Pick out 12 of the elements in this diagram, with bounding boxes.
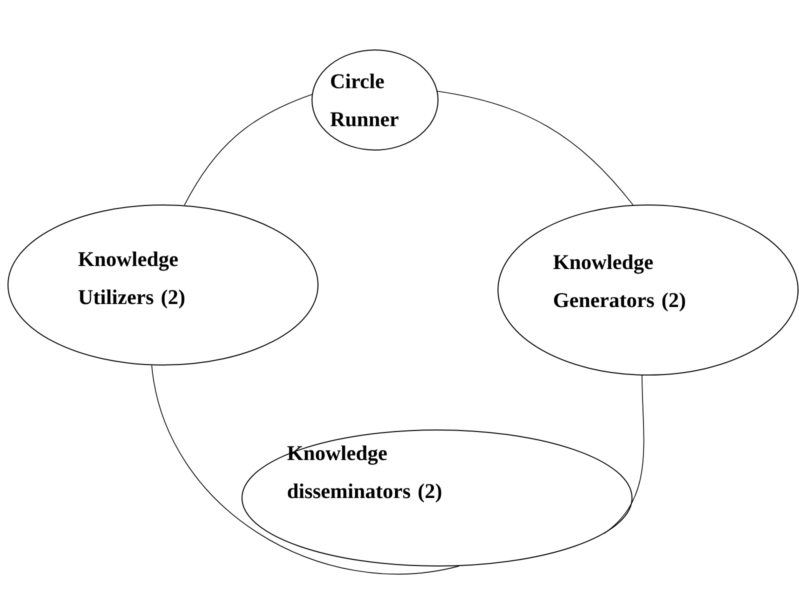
node-label: Knowledge Utilizers (2) — [78, 251, 184, 309]
connector-line — [184, 94, 312, 206]
ellipse-node — [498, 204, 798, 376]
ellipse-node — [242, 430, 632, 566]
node-label: Knowledge disseminators (2) — [287, 445, 442, 503]
ellipse-node — [8, 204, 318, 366]
connector-line — [151, 364, 460, 574]
node-label: Circle Runner — [330, 74, 398, 126]
connector-line — [437, 90, 634, 206]
connector-line — [604, 375, 644, 534]
node-label: Knowledge Generators (2) — [553, 254, 686, 312]
ellipse-node — [312, 50, 438, 150]
